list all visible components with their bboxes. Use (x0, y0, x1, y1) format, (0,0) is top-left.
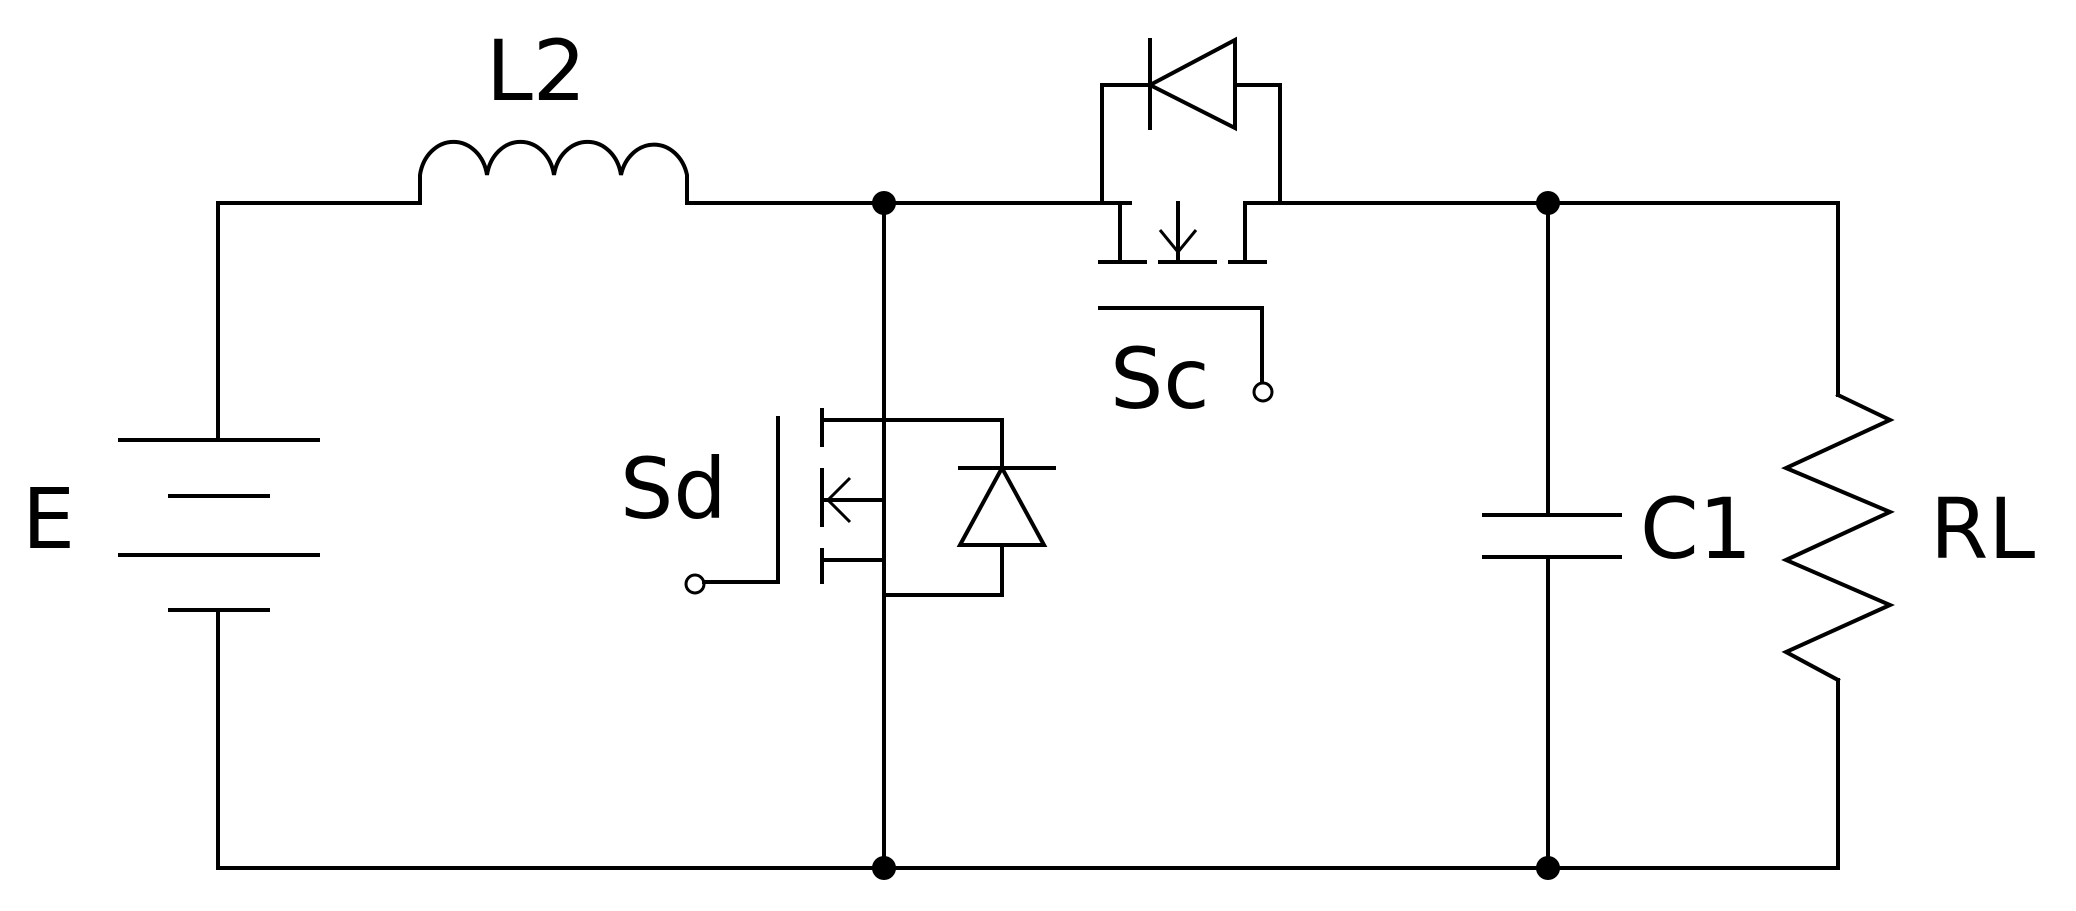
label-rl: RL (1930, 480, 2035, 578)
wiring (216, 201, 1840, 870)
source-e: E (22, 438, 320, 612)
junction-dot (1536, 191, 1560, 215)
junction-dot (1536, 856, 1560, 880)
label-e: E (22, 470, 75, 568)
label-sc: Sc (1110, 330, 1210, 428)
switch-sc: Sc (1098, 36, 1282, 428)
label-l2: L2 (486, 22, 586, 120)
capacitor-c1: C1 (1482, 480, 1752, 578)
junction-dot (872, 856, 896, 880)
resistor-rl: RL (1781, 392, 2035, 683)
label-c1: C1 (1640, 480, 1752, 578)
inductor-l2: L2 (418, 22, 689, 205)
junction-dot (872, 191, 896, 215)
label-sd: Sd (620, 440, 727, 538)
switch-sd: Sd (620, 408, 1056, 597)
junction-dots (872, 191, 1560, 880)
